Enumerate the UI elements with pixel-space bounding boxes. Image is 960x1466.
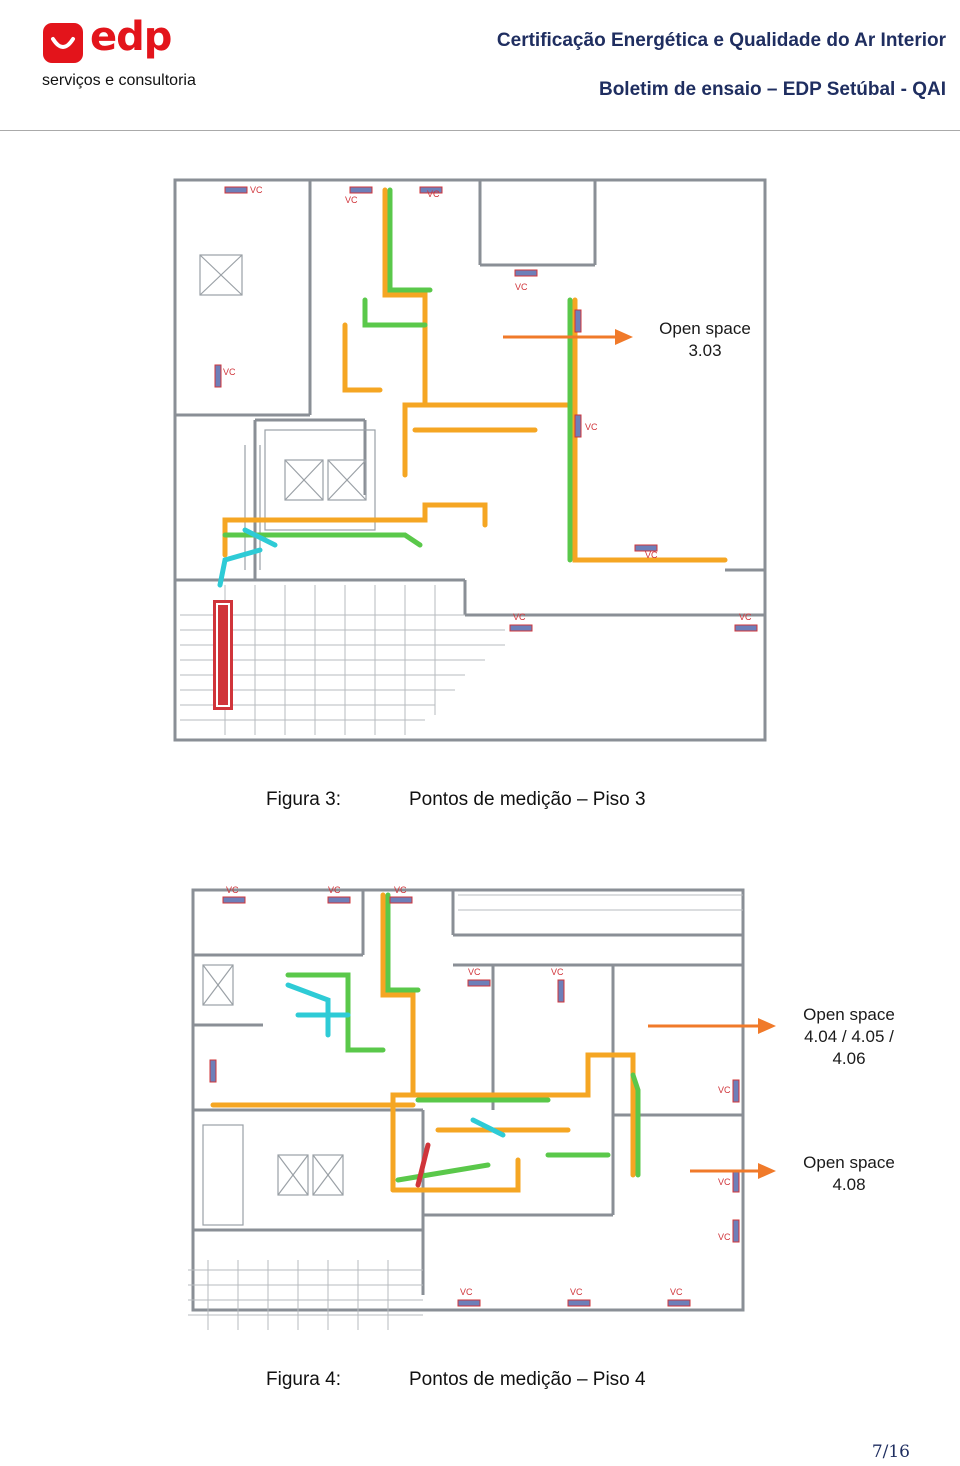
edp-logo: edp serviços e consultoria [40, 14, 200, 95]
vc-label: VC [718, 1177, 731, 1187]
vc-label: VC [250, 185, 263, 195]
annotation-open-space-303: Open space 3.03 [640, 318, 770, 362]
logo-subtitle: serviços e consultoria [42, 72, 196, 89]
vc-label: VC [670, 1287, 683, 1297]
vc-label: VC [645, 550, 658, 560]
annotation-line: Open space [659, 319, 751, 338]
vc-label: VC [223, 367, 236, 377]
annotation-line: 4.04 / 4.05 / [804, 1027, 894, 1046]
annotation-line: 3.03 [688, 341, 722, 360]
annotation-line: Open space [803, 1005, 895, 1024]
vc-label: VC [515, 282, 528, 292]
figure-caption: Pontos de medição – Piso 3 [409, 789, 646, 810]
annotation-open-space-404-405-406: Open space 4.04 / 4.05 / 4.06 [784, 1004, 914, 1070]
utan-label: UTAN-P101 [216, 616, 230, 680]
vc-label: VC [718, 1232, 731, 1242]
vc-label: VC [394, 885, 407, 895]
annotation-open-space-408: Open space 4.08 [784, 1152, 914, 1196]
annotation-line: Open space [803, 1153, 895, 1172]
logo-word: edp [90, 14, 172, 60]
vc-label: VC [468, 967, 481, 977]
annotation-line: 4.08 [832, 1175, 866, 1194]
vc-label: VC [551, 967, 564, 977]
arrow-open-space-408 [690, 1163, 776, 1179]
document-title: Certificação Energética e Qualidade do A… [496, 30, 946, 51]
floor-plan-piso-3: UTAN-P101 VC VC VC VC VC VC VC VC VC [165, 175, 785, 750]
document-subtitle: Boletim de ensaio – EDP Setúbal - QAI [598, 79, 946, 100]
page-number: 7/16 [871, 1442, 910, 1462]
figure-number: Figura 3: [266, 789, 341, 810]
vc-label: VC [513, 612, 526, 622]
vc-label: VC [226, 885, 239, 895]
vc-label: VC [345, 195, 358, 205]
figure-caption: Pontos de medição – Piso 4 [409, 1369, 646, 1390]
vc-label: VC [585, 422, 598, 432]
vc-label: VC [570, 1287, 583, 1297]
header-divider [0, 130, 960, 131]
arrow-open-space-404 [648, 1018, 776, 1034]
vc-label: VC [718, 1085, 731, 1095]
edp-logo-mark [43, 23, 83, 63]
annotation-line: 4.06 [832, 1049, 866, 1068]
vc-label: VC [460, 1287, 473, 1297]
figure-number: Figura 4: [266, 1369, 341, 1390]
floor-plan-piso-4: VC VC VC VC VC VC VC VC VC VC VC [168, 875, 758, 1340]
vc-label: VC [328, 885, 341, 895]
vc-label: VC [739, 612, 752, 622]
vc-label: VC [427, 189, 440, 199]
